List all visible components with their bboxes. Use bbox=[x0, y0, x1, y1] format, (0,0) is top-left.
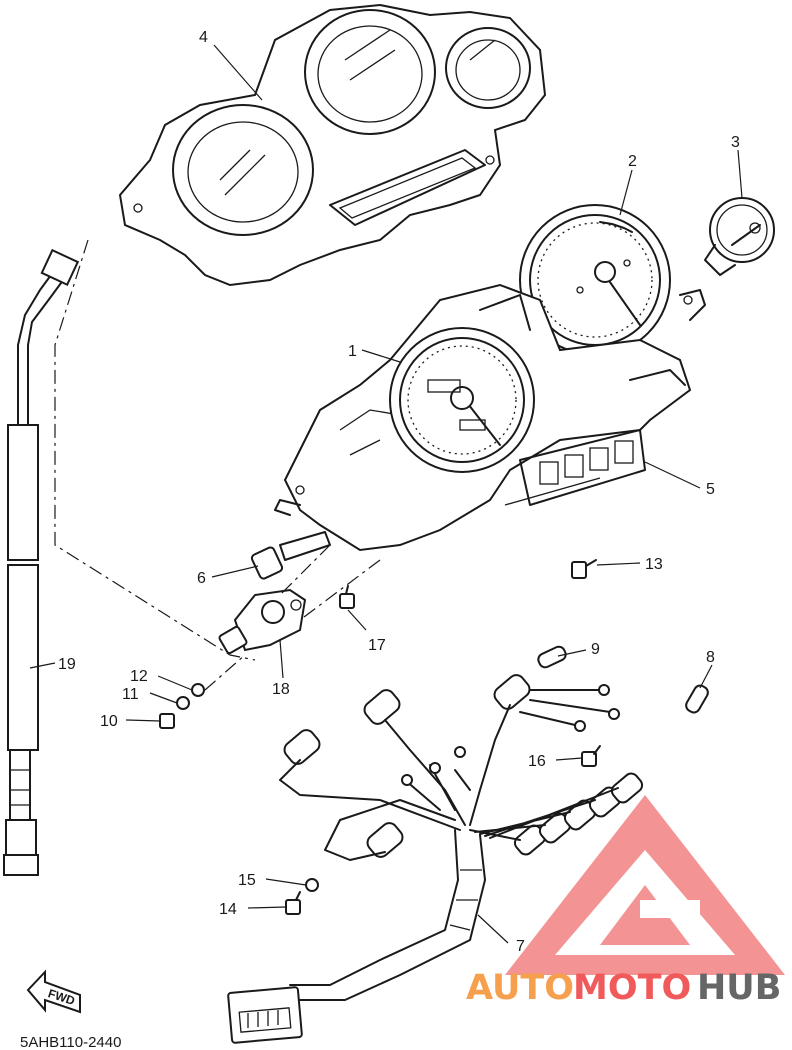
part-14-screw bbox=[285, 891, 301, 915]
part-18-drive-bracket bbox=[218, 588, 307, 655]
watermark-auto: AUTO bbox=[466, 968, 574, 1008]
callout-3: 3 bbox=[731, 134, 740, 151]
cable-route-line bbox=[54, 239, 256, 661]
callout-7: 7 bbox=[516, 938, 525, 955]
part-19-speedometer-cable bbox=[3, 248, 80, 876]
callout-9: 9 bbox=[591, 641, 600, 658]
callout-17: 17 bbox=[368, 637, 386, 654]
fwd-arrow: FWD bbox=[26, 969, 81, 1014]
watermark-text: AUTO MOTO HUB bbox=[466, 968, 781, 1008]
bracket-route-line bbox=[279, 544, 331, 596]
callout-19: 19 bbox=[58, 656, 76, 673]
callout-13: 13 bbox=[645, 556, 663, 573]
callout-8: 8 bbox=[706, 649, 715, 666]
part-10-nut bbox=[159, 713, 175, 729]
part-17-screw bbox=[339, 585, 355, 609]
callout-5: 5 bbox=[706, 481, 715, 498]
diagram-code: 5AHB110-2440 bbox=[20, 1034, 121, 1050]
callout-12: 12 bbox=[130, 668, 148, 685]
callout-11: 11 bbox=[122, 686, 139, 703]
watermark-moto: MOTO bbox=[573, 968, 691, 1008]
callout-15: 15 bbox=[238, 872, 256, 889]
part-16-screw bbox=[581, 745, 601, 767]
callout-1: 1 bbox=[348, 343, 357, 360]
part-3-fuel-gauge bbox=[704, 197, 775, 276]
callout-2: 2 bbox=[628, 153, 637, 170]
callout-16: 16 bbox=[528, 753, 546, 770]
part-15-washer bbox=[305, 878, 319, 892]
bracket-route-line-2 bbox=[299, 559, 381, 621]
callout-10: 10 bbox=[100, 713, 118, 730]
harness-sockets bbox=[283, 674, 644, 858]
part-8-bulb bbox=[685, 684, 709, 714]
part-7-wire-harness bbox=[227, 674, 644, 1044]
watermark-hub: HUB bbox=[697, 968, 781, 1008]
part-9-bulb bbox=[537, 645, 567, 669]
hardware-route-line bbox=[204, 654, 246, 691]
part-1-speedometer bbox=[389, 327, 535, 473]
part-5-indicator-panel bbox=[504, 477, 601, 506]
part-11-washer bbox=[176, 696, 190, 710]
callout-6: 6 bbox=[197, 570, 206, 587]
part-13-screw bbox=[571, 559, 597, 579]
callout-labels: 4 2 3 1 5 6 7 8 9 10 11 12 13 14 15 16 1… bbox=[58, 29, 740, 955]
part-4-meter-cover bbox=[118, 3, 547, 287]
part-12-washer bbox=[191, 683, 205, 697]
leader-lines bbox=[29, 44, 743, 944]
callout-14: 14 bbox=[219, 901, 237, 918]
part-6-bulb-socket bbox=[250, 531, 331, 580]
watermark-logo bbox=[505, 795, 785, 975]
callout-4: 4 bbox=[199, 29, 208, 46]
callout-18: 18 bbox=[272, 681, 290, 698]
